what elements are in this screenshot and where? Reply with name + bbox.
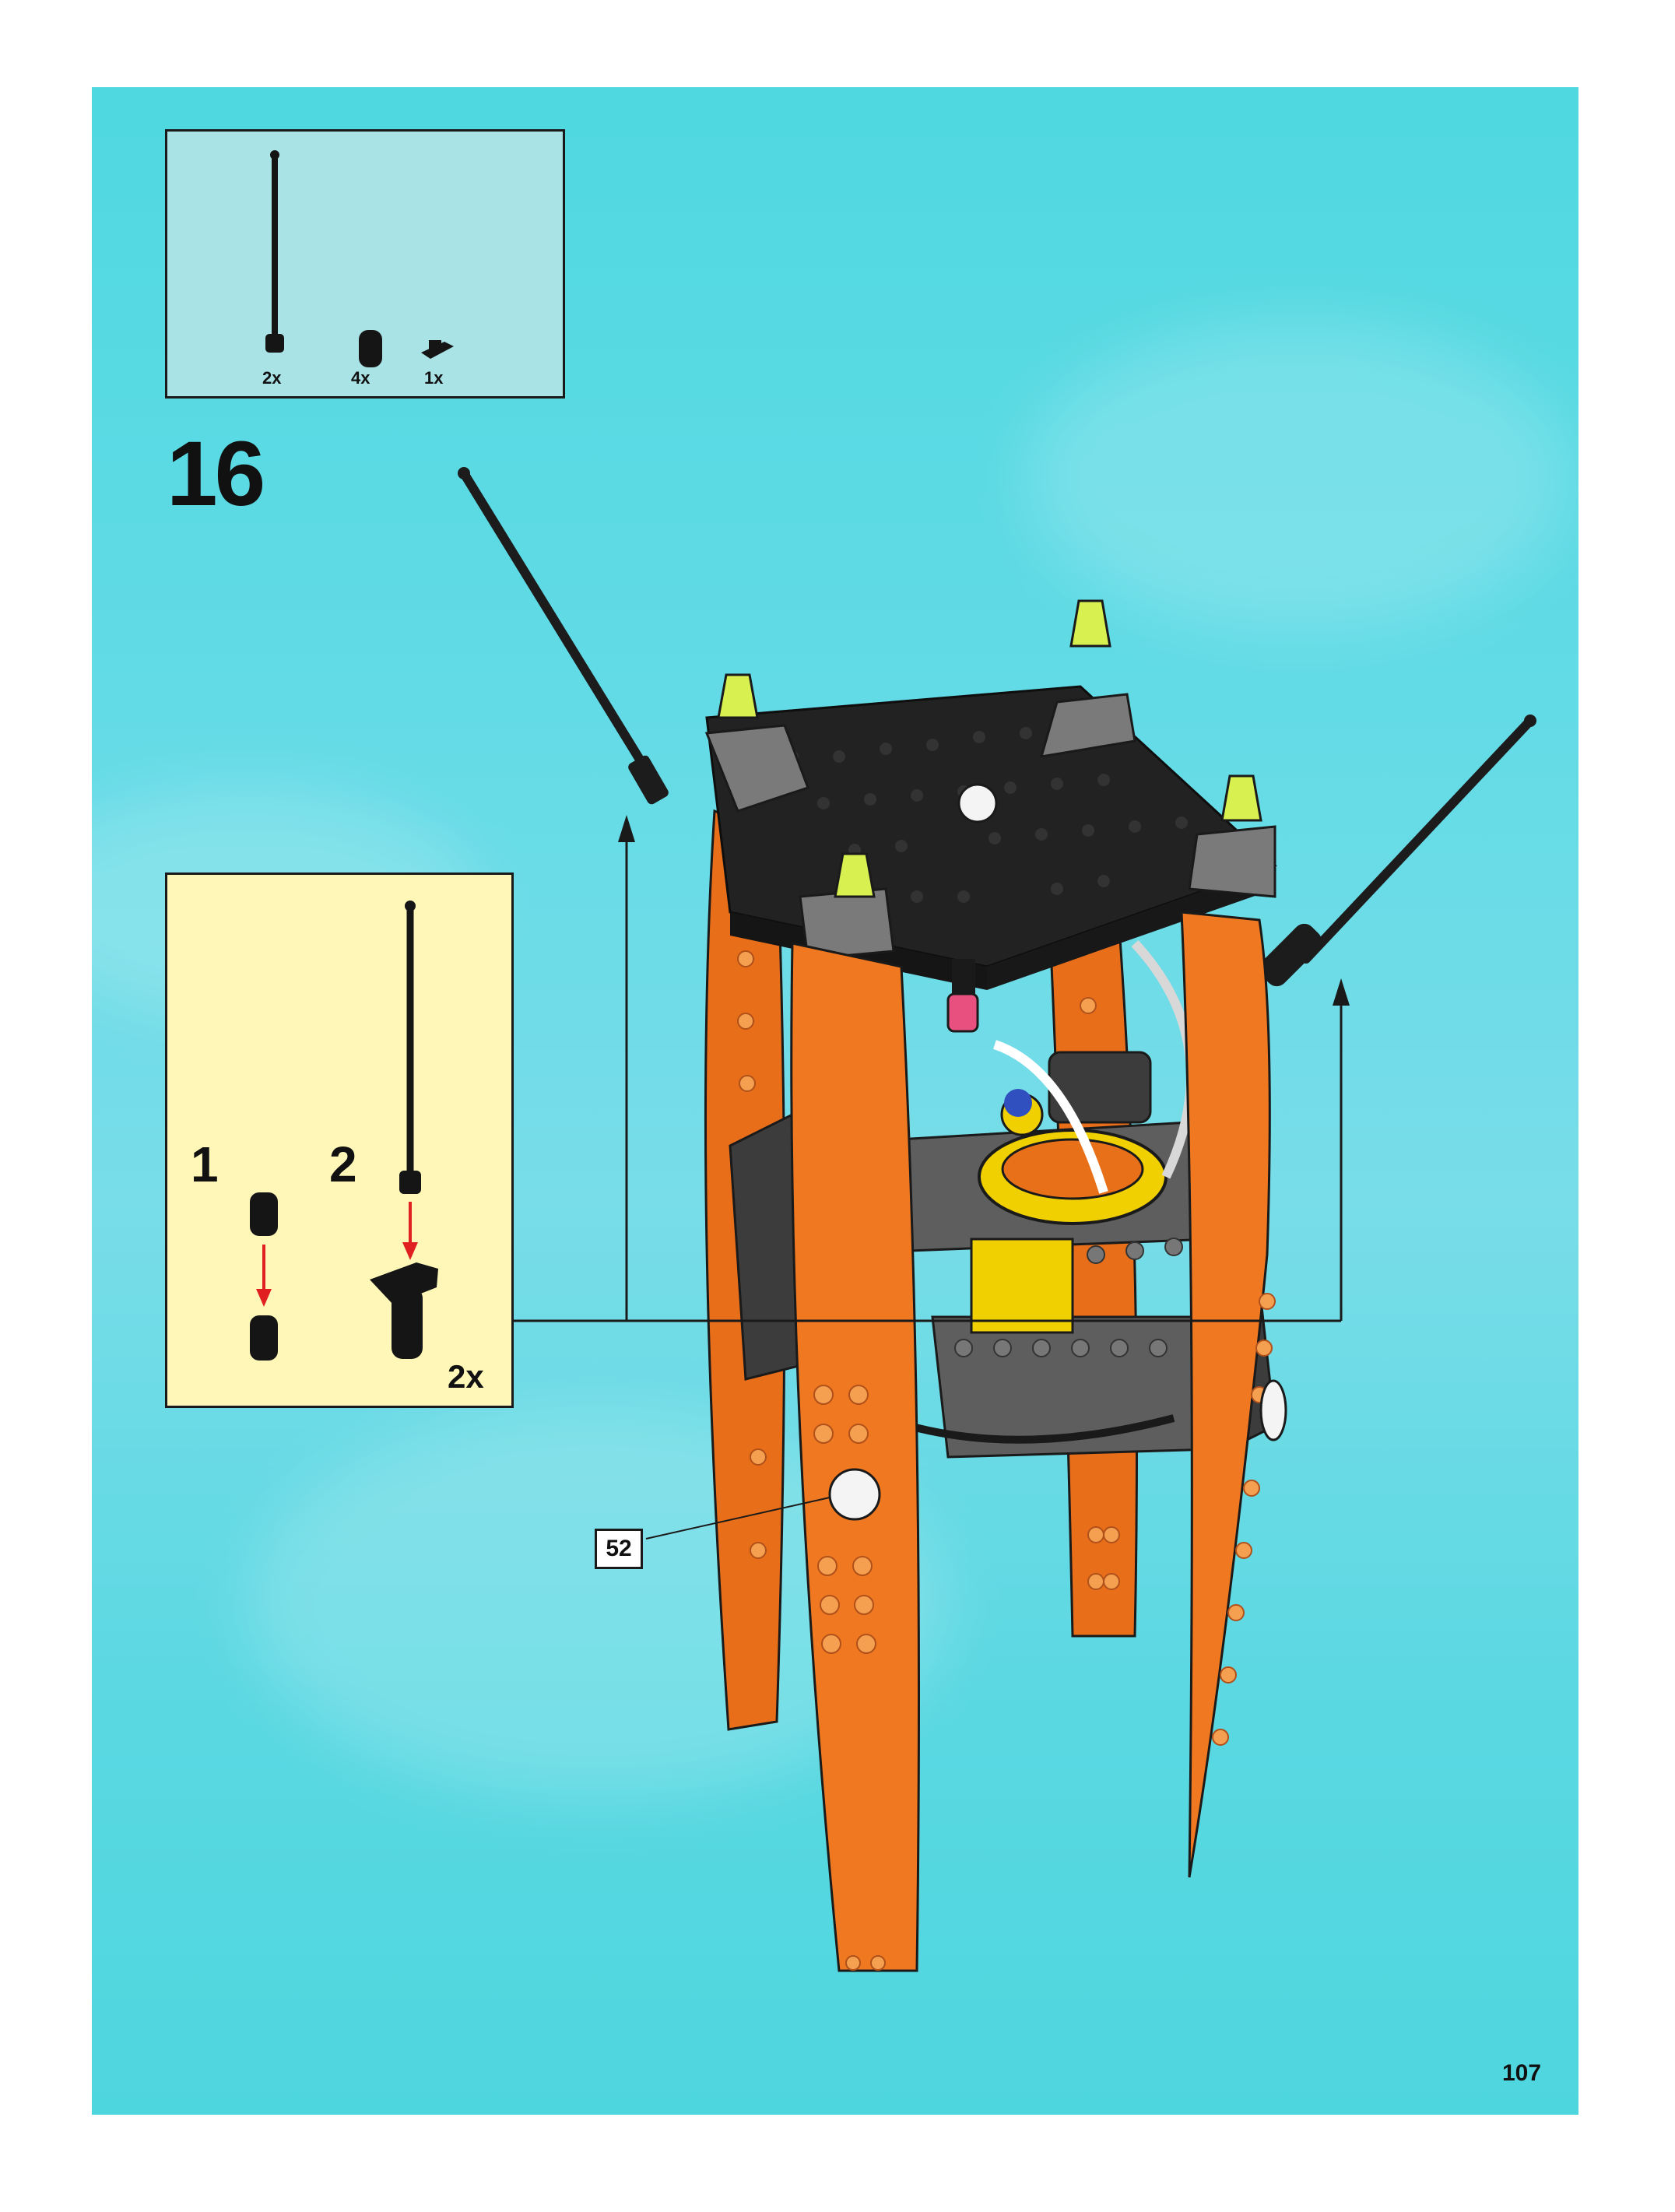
antenna-quantity: 2x bbox=[262, 368, 281, 388]
sub-assembly-multiplier: 2x bbox=[448, 1361, 484, 1393]
sticker-callout: 52 bbox=[595, 1529, 643, 1569]
step-number: 16 bbox=[167, 428, 262, 520]
instruction-page: 2x 4x 1x 16 1 2 2x 52 107 bbox=[92, 87, 1578, 2115]
clip-plate-quantity: 1x bbox=[424, 368, 443, 388]
antenna-right bbox=[1255, 715, 1536, 991]
parts-list-box: 2x 4x 1x bbox=[165, 129, 565, 399]
round-brick-quantity: 4x bbox=[351, 368, 370, 388]
antenna-left bbox=[458, 467, 670, 806]
sub-assembly-box: 1 2 2x bbox=[165, 873, 514, 1408]
sub-assembly-illustration bbox=[167, 875, 516, 1410]
sticker-52 bbox=[830, 1469, 880, 1519]
round-brick-icon bbox=[359, 330, 382, 367]
parts-list-illustration bbox=[167, 132, 567, 401]
pillar-front-left bbox=[792, 943, 919, 1971]
round-brick-icon bbox=[250, 1192, 278, 1236]
page-number: 107 bbox=[1502, 2060, 1541, 2087]
